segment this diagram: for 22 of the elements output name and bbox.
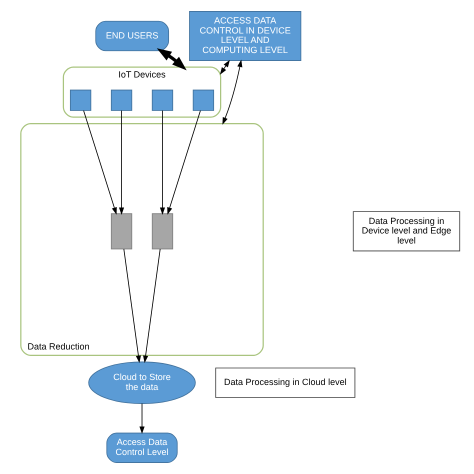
arrow [167,110,201,215]
arrow [160,110,166,215]
node-box: Access Data Control Level [106,432,178,463]
arrow [118,110,124,215]
node-box [192,90,214,111]
node-ellipse: Cloud to Store the data [88,362,196,404]
node-box: Data Processing in Device level and Edge level [352,211,460,252]
node-box [110,213,132,250]
node-box [152,90,174,111]
node-box: Data Processing in Cloud level [215,368,356,398]
node-box: ACCESS DATA CONTROL IN DEVICE LEVEL AND COMPUTING LEVEL [189,11,302,61]
node-box [110,90,132,111]
node-box [70,90,92,111]
arrow [83,110,117,215]
cluster: IoT Devices [62,66,222,118]
arrow [139,403,145,434]
arrow [156,48,187,70]
arrow [143,248,161,363]
node-box [152,213,174,250]
arrow [220,60,230,75]
node-box: END USERS [95,20,170,52]
arrow [123,248,141,363]
